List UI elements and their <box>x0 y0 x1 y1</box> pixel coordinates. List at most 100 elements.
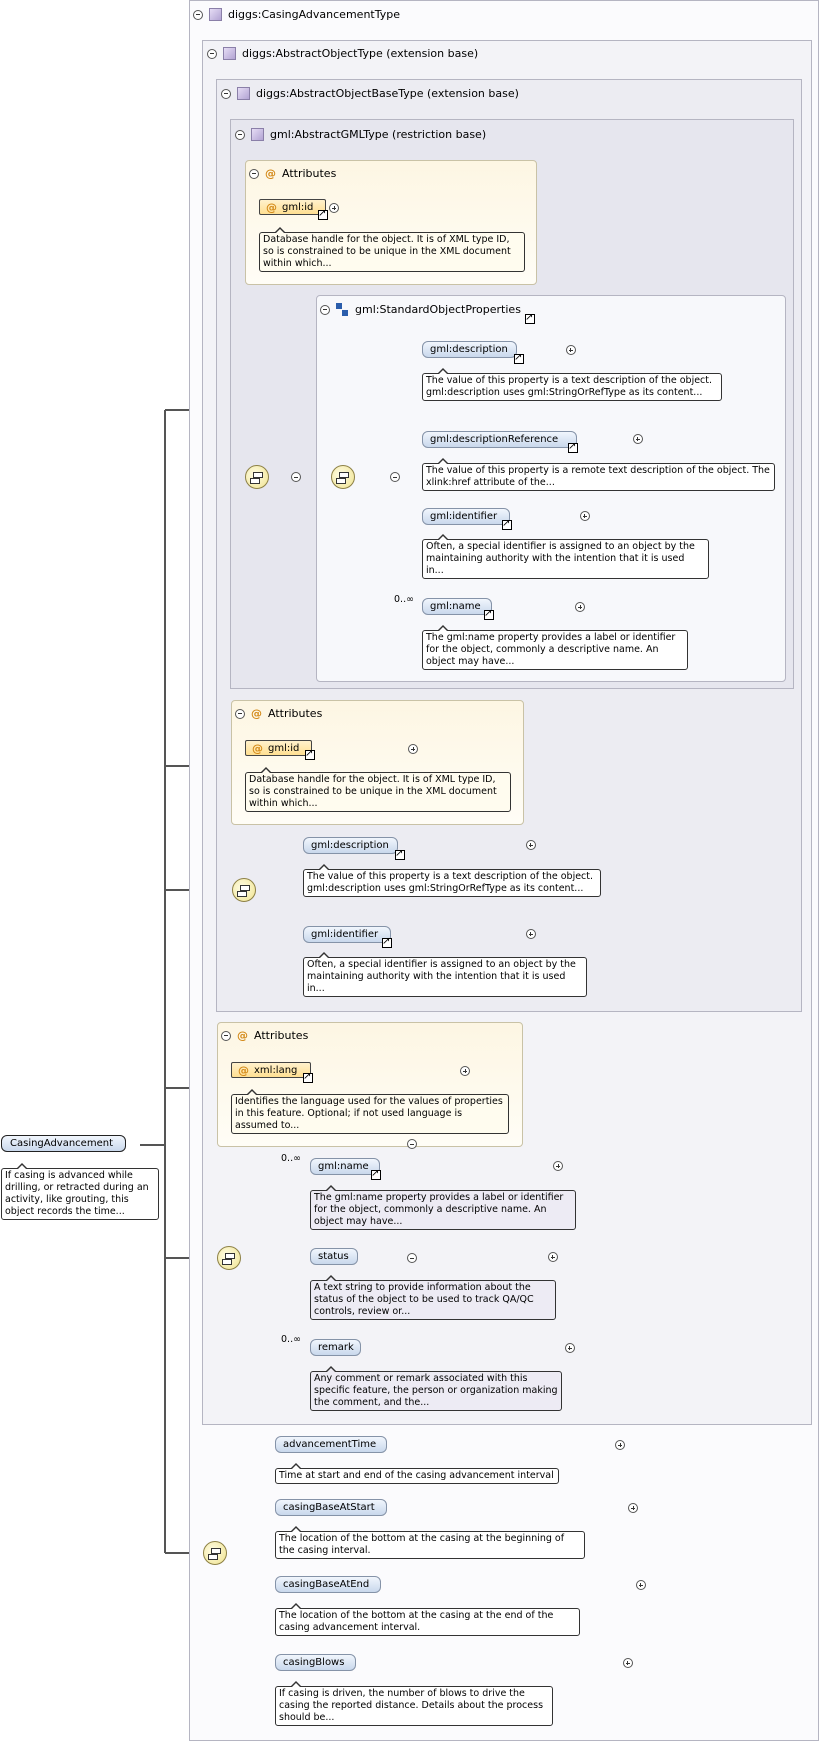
expand-icon[interactable] <box>553 1161 564 1171</box>
sequence-compositor[interactable] <box>245 465 269 489</box>
standard-object-properties-header: gml:StandardObjectProperties <box>320 303 521 316</box>
reference-icon[interactable] <box>502 517 512 531</box>
attribute-icon: @ <box>251 707 262 720</box>
expand-icon[interactable] <box>408 744 419 754</box>
gml-id-attribute[interactable]: @ gml:id <box>259 199 326 215</box>
reference-icon[interactable] <box>395 847 405 861</box>
gml-id-attribute[interactable]: @ gml:id <box>245 740 312 756</box>
collapse-icon[interactable] <box>406 1139 417 1149</box>
attribute-icon: @ <box>237 1029 248 1042</box>
remark-annotation: Any comment or remark associated with th… <box>310 1366 562 1411</box>
element-gml-name[interactable]: gml:name <box>422 598 492 615</box>
collapse-icon[interactable] <box>407 1253 418 1263</box>
complex-type-icon <box>251 128 264 141</box>
casing-blows-annotation: If casing is driven, the number of blows… <box>275 1681 553 1726</box>
collapse-icon[interactable] <box>235 708 245 719</box>
expand-icon[interactable] <box>628 1503 639 1513</box>
casing-base-at-end-annotation: The location of the bottom at the casing… <box>275 1603 580 1636</box>
sequence-compositor[interactable] <box>217 1246 241 1270</box>
reference-icon[interactable] <box>484 607 494 621</box>
base-attributes-header: @ Attributes <box>235 707 322 720</box>
group-icon <box>336 303 349 316</box>
xml-lang-annotation: Identifies the language used for the val… <box>231 1089 509 1134</box>
abstract-object-type-header: diggs:AbstractObjectType (extension base… <box>207 47 478 60</box>
cardinality-label: 0..∞ <box>394 594 414 605</box>
type-name: diggs:AbstractObjectBaseType (extension … <box>256 87 519 100</box>
element-casing-base-at-start[interactable]: casingBaseAtStart <box>275 1499 387 1516</box>
reference-icon[interactable] <box>318 207 328 221</box>
element-gml-description-reference[interactable]: gml:descriptionReference <box>422 431 577 448</box>
expand-icon[interactable] <box>329 203 339 213</box>
expand-icon[interactable] <box>575 602 586 612</box>
reference-icon[interactable] <box>568 440 578 454</box>
reference-icon[interactable] <box>525 311 535 325</box>
root-element-casing-advancement[interactable]: CasingAdvancement <box>1 1135 126 1152</box>
group-name: gml:StandardObjectProperties <box>355 303 521 316</box>
reference-icon[interactable] <box>371 1167 381 1181</box>
gml-identifier-annotation: Often, a special identifier is assigned … <box>422 534 709 579</box>
reference-icon[interactable] <box>382 935 392 949</box>
element-remark[interactable]: remark <box>310 1339 361 1356</box>
sequence-compositor[interactable] <box>331 465 355 489</box>
expand-icon[interactable] <box>632 434 643 444</box>
attribute-icon: @ <box>252 741 263 755</box>
status-annotation: A text string to provide information abo… <box>310 1275 556 1320</box>
cardinality-label: 0..∞ <box>281 1153 301 1164</box>
cardinality-label: 0..∞ <box>281 1334 301 1345</box>
element-gml-description[interactable]: gml:description <box>422 341 517 358</box>
expand-icon[interactable] <box>525 840 536 850</box>
complex-type-icon <box>209 8 222 21</box>
expand-icon[interactable] <box>615 1440 626 1450</box>
attributes-label: Attributes <box>282 167 337 180</box>
expand-icon[interactable] <box>565 345 576 355</box>
element-gml-description[interactable]: gml:description <box>303 837 398 854</box>
element-status[interactable]: status <box>310 1248 358 1265</box>
collapse-icon[interactable] <box>235 129 245 140</box>
attributes-label: Attributes <box>268 707 323 720</box>
gml-name-annotation: The gml:name property provides a label o… <box>310 1185 576 1230</box>
expand-icon[interactable] <box>460 1066 471 1076</box>
reference-icon[interactable] <box>305 747 315 761</box>
gml-description-annotation: The value of this property is a text des… <box>422 368 722 401</box>
element-casing-base-at-end[interactable]: casingBaseAtEnd <box>275 1576 381 1593</box>
abstract-object-base-type-header: diggs:AbstractObjectBaseType (extension … <box>221 87 519 100</box>
complex-type-icon <box>223 47 236 60</box>
attribute-icon: @ <box>266 200 277 214</box>
gml-id-annotation: Database handle for the object. It is of… <box>259 227 525 272</box>
element-advancement-time[interactable]: advancementTime <box>275 1436 387 1453</box>
gml-description-annotation: The value of this property is a text des… <box>303 864 601 897</box>
collapse-icon[interactable] <box>249 168 259 179</box>
element-casing-blows[interactable]: casingBlows <box>275 1654 356 1671</box>
object-attributes-header: @ Attributes <box>221 1029 308 1042</box>
collapse-icon[interactable] <box>221 1030 231 1041</box>
root-annotation: If casing is advanced while drilling, or… <box>1 1163 159 1220</box>
collapse-icon[interactable] <box>320 304 330 315</box>
expand-icon[interactable] <box>525 929 536 939</box>
type-name: diggs:AbstractObjectType (extension base… <box>242 47 479 60</box>
expand-icon[interactable] <box>635 1580 646 1590</box>
expand-icon[interactable] <box>579 511 590 521</box>
casing-advancement-type-header: diggs:CasingAdvancementType <box>193 8 400 21</box>
attributes-label: Attributes <box>254 1029 309 1042</box>
sequence-compositor[interactable] <box>232 878 256 902</box>
reference-icon[interactable] <box>303 1070 313 1084</box>
expand-icon[interactable] <box>564 1343 575 1353</box>
sequence-compositor[interactable] <box>203 1541 227 1565</box>
collapse-icon[interactable] <box>207 48 217 59</box>
collapse-icon[interactable] <box>193 9 203 20</box>
casing-base-at-start-annotation: The location of the bottom at the casing… <box>275 1526 585 1559</box>
abstract-gml-type-header: gml:AbstractGMLType (restriction base) <box>235 128 486 141</box>
element-gml-name[interactable]: gml:name <box>310 1158 380 1175</box>
collapse-icon[interactable] <box>390 472 401 482</box>
collapse-icon[interactable] <box>221 88 231 99</box>
reference-icon[interactable] <box>514 351 524 365</box>
expand-icon[interactable] <box>622 1658 633 1668</box>
advancement-time-annotation: Time at start and end of the casing adva… <box>275 1463 559 1484</box>
gml-description-reference-annotation: The value of this property is a remote t… <box>422 458 775 491</box>
xml-lang-attribute[interactable]: @ xml:lang <box>231 1062 311 1078</box>
attribute-icon: @ <box>265 167 276 180</box>
element-gml-identifier[interactable]: gml:identifier <box>303 926 391 943</box>
collapse-icon[interactable] <box>291 472 302 482</box>
element-gml-identifier[interactable]: gml:identifier <box>422 508 510 525</box>
expand-icon[interactable] <box>547 1252 558 1262</box>
